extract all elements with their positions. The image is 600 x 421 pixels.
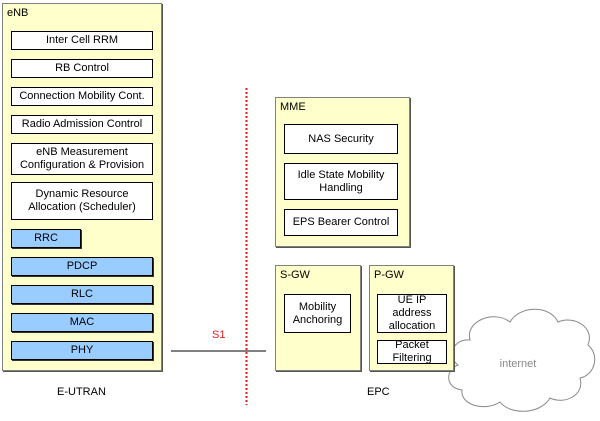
protocol-rlc: RLC bbox=[11, 285, 153, 304]
enb-function-radio-admission: Radio Admission Control bbox=[11, 115, 153, 134]
mme-function-idle-state-mobility: Idle State Mobility Handling bbox=[284, 163, 398, 200]
protocol-mac: MAC bbox=[11, 313, 153, 332]
pgw-function-ue-ip-allocation: UE IP address allocation bbox=[377, 294, 447, 333]
sgw-function-mobility-anchoring: Mobility Anchoring bbox=[284, 294, 351, 333]
enb-function-inter-cell-rrm: Inter Cell RRM bbox=[11, 31, 153, 50]
mme-title: MME bbox=[280, 101, 306, 113]
pgw-function-packet-filtering: Packet Filtering bbox=[377, 339, 447, 364]
pgw-title: P-GW bbox=[374, 269, 404, 281]
sgw-title: S-GW bbox=[280, 269, 310, 281]
protocol-phy: PHY bbox=[11, 341, 153, 360]
eutran-label: E-UTRAN bbox=[57, 386, 106, 398]
internet-label: internet bbox=[500, 358, 537, 370]
enb-title: eNB bbox=[7, 7, 29, 19]
enb-function-measurement-config: eNB Measurement Configuration & Provisio… bbox=[11, 143, 153, 175]
mme-function-nas-security: NAS Security bbox=[284, 124, 398, 154]
s1-label: S1 bbox=[212, 329, 226, 341]
enb-function-rb-control: RB Control bbox=[11, 59, 153, 78]
protocol-rrc: RRC bbox=[11, 229, 81, 248]
protocol-pdcp: PDCP bbox=[11, 257, 153, 276]
enb-function-dynamic-resource-allocation: Dynamic Resource Allocation (Scheduler) bbox=[11, 182, 153, 220]
enb-function-connection-mobility: Connection Mobility Cont. bbox=[11, 87, 153, 106]
internet-cloud-icon: internet bbox=[448, 308, 596, 412]
epc-label: EPC bbox=[367, 386, 390, 398]
mme-function-eps-bearer-control: EPS Bearer Control bbox=[284, 209, 398, 236]
